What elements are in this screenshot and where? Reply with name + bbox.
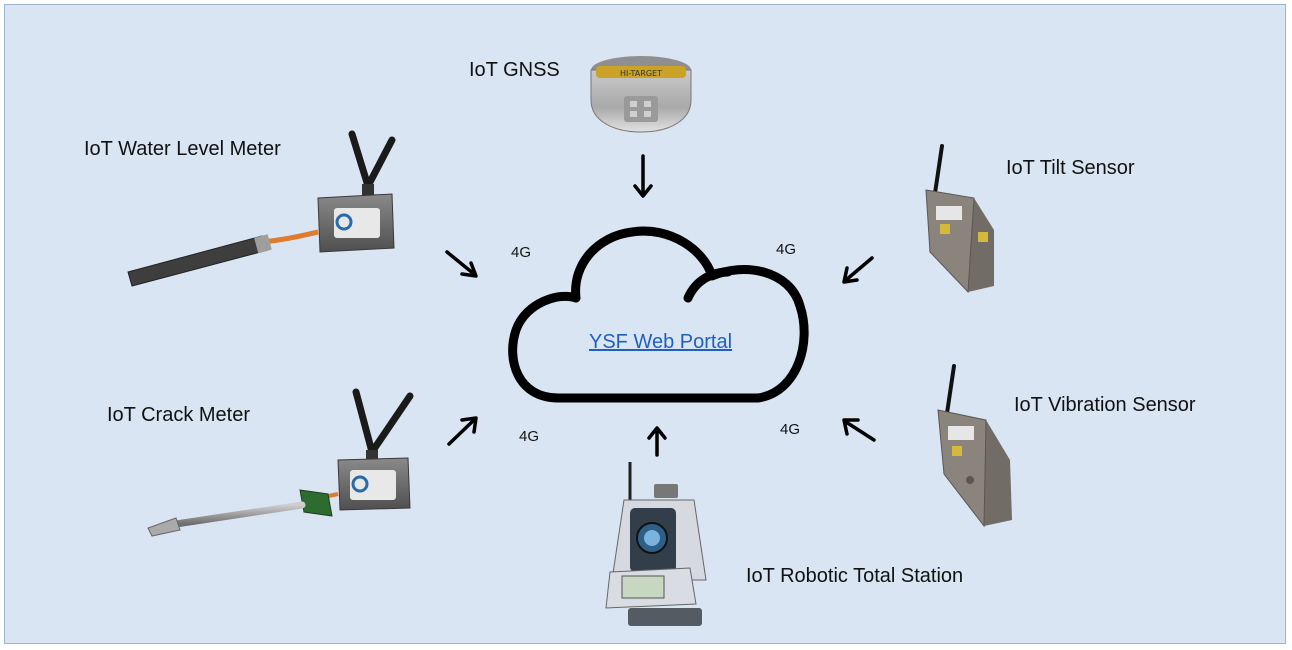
arrow-icon: [647, 426, 667, 457]
antenna-icon: [352, 388, 414, 461]
network-label: 4G: [780, 421, 801, 438]
total-station-icon: [605, 462, 707, 626]
crack-meter-device: [147, 388, 414, 537]
antenna-icon: [348, 130, 396, 196]
arrow-icon: [842, 256, 874, 284]
gnss-receiver-icon: HI-TARGET: [590, 56, 692, 133]
network-label: 4G: [519, 428, 540, 445]
water-level-meter-device: [127, 130, 396, 287]
label-crack-meter: IoT Crack Meter: [107, 404, 250, 426]
web-portal-link[interactable]: YSF Web Portal: [589, 331, 733, 353]
antenna-icon: [944, 364, 956, 422]
tilt-sensor-device: [925, 144, 994, 294]
vibration-sensor-device: [937, 364, 1012, 528]
label-gnss: IoT GNSS: [469, 59, 560, 81]
antenna-icon: [932, 144, 944, 202]
label-vibration-sensor: IoT Vibration Sensor: [1014, 394, 1196, 416]
arrow-icon: [842, 418, 876, 442]
network-label: 4G: [511, 244, 532, 261]
cloud-icon: [508, 226, 809, 403]
network-label: 4G: [776, 241, 797, 258]
label-total-station: IoT Robotic Total Station: [746, 565, 964, 587]
label-water-level-meter: IoT Water Level Meter: [84, 138, 281, 160]
arrow-icon: [445, 250, 478, 278]
arrow-icon: [447, 416, 478, 446]
label-tilt-sensor: IoT Tilt Sensor: [1006, 157, 1135, 179]
arrow-icon: [633, 154, 653, 198]
svg-text:HI-TARGET: HI-TARGET: [620, 69, 662, 78]
